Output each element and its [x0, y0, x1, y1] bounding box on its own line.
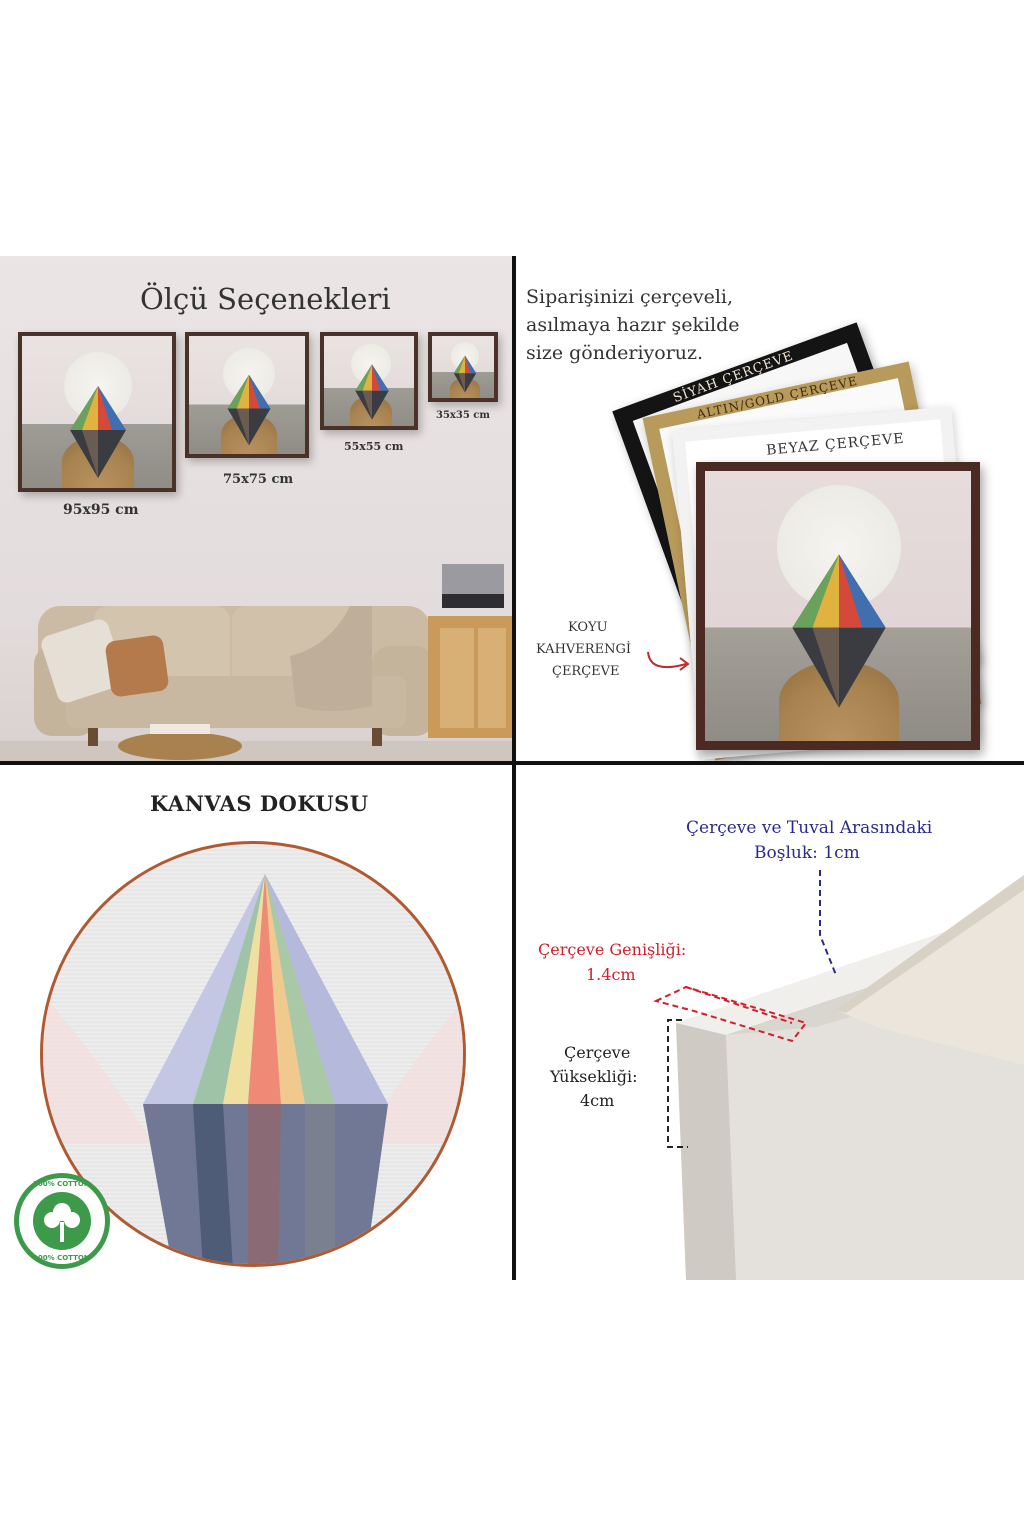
- painting-35: [428, 332, 498, 402]
- canvas-texture-panel: KANVAS DOKUSU 100% COTTON 100% COT: [0, 765, 512, 1280]
- painting-75: [185, 332, 309, 458]
- curved-arrow-icon: [647, 651, 690, 671]
- size-label-95: 95x95 cm: [63, 502, 139, 518]
- rainbow-prism-icon: [70, 386, 126, 478]
- frame-options-panel: Siparişinizi çerçeveli, asılmaya hazır ş…: [516, 256, 1024, 761]
- living-room-illustration: [0, 564, 512, 761]
- height-label-line2: Yüksekliği:: [550, 1067, 638, 1086]
- texture-circle: [40, 841, 466, 1267]
- height-label-line3: 4cm: [580, 1091, 615, 1110]
- width-label-line1: Çerçeve Genişliği:: [538, 940, 687, 959]
- brown-frame-label-line1: KOYU: [568, 620, 608, 635]
- rainbow-prism-icon: [355, 364, 389, 420]
- white-frame-label: BEYAZ ÇERÇEVE: [765, 430, 906, 459]
- frame-intro-line2: asılmaya hazır şekilde: [526, 314, 740, 336]
- rainbow-prism-icon: [453, 355, 477, 393]
- painting-55: [320, 332, 418, 430]
- gap-label-line1: Çerçeve ve Tuval Arasındaki: [686, 818, 933, 838]
- size-options-title: Ölçü Seçenekleri: [140, 282, 391, 316]
- size-label-35: 35x35 cm: [436, 410, 490, 421]
- width-label-line2: 1.4cm: [586, 965, 636, 984]
- gap-label-line2: Boşluk: 1cm: [754, 843, 860, 863]
- texture-title: KANVAS DOKUSU: [150, 791, 369, 816]
- frame-intro-line1: Siparişinizi çerçeveli,: [526, 286, 734, 308]
- rainbow-prism-icon: [227, 374, 271, 446]
- cotton-badge: 100% COTTON 100% COTTON: [14, 1173, 110, 1269]
- cotton-plant-icon: [44, 1203, 80, 1242]
- frame-intro-line3: size gönderiyoruz.: [526, 342, 704, 364]
- size-label-75: 75x75 cm: [223, 472, 294, 487]
- painting-95: [18, 332, 176, 492]
- size-label-55: 55x55 cm: [344, 440, 404, 453]
- brown-frame-label-line3: ÇERÇEVE: [552, 664, 620, 679]
- frame-corner-illustration: [653, 870, 1024, 1280]
- frame-dimensions-panel: Çerçeve ve Tuval Arasındaki Boşluk: 1cm …: [516, 765, 1024, 1280]
- cotton-badge-bottom-text: 100% COTTON: [33, 1254, 90, 1262]
- horizontal-divider: [0, 761, 1024, 765]
- texture-prism-illustration: [43, 874, 463, 1264]
- cotton-badge-top-text: 100% COTTON: [33, 1180, 90, 1188]
- brown-frame-label-line2: KAHVERENGİ: [536, 642, 631, 657]
- size-options-panel: Ölçü Seçenekleri 95x95 cm: [0, 256, 512, 761]
- height-label-line1: Çerçeve: [564, 1043, 631, 1062]
- rainbow-prism-icon: [792, 554, 886, 708]
- brown-framed-painting: [696, 462, 980, 750]
- vertical-divider: [512, 256, 516, 1280]
